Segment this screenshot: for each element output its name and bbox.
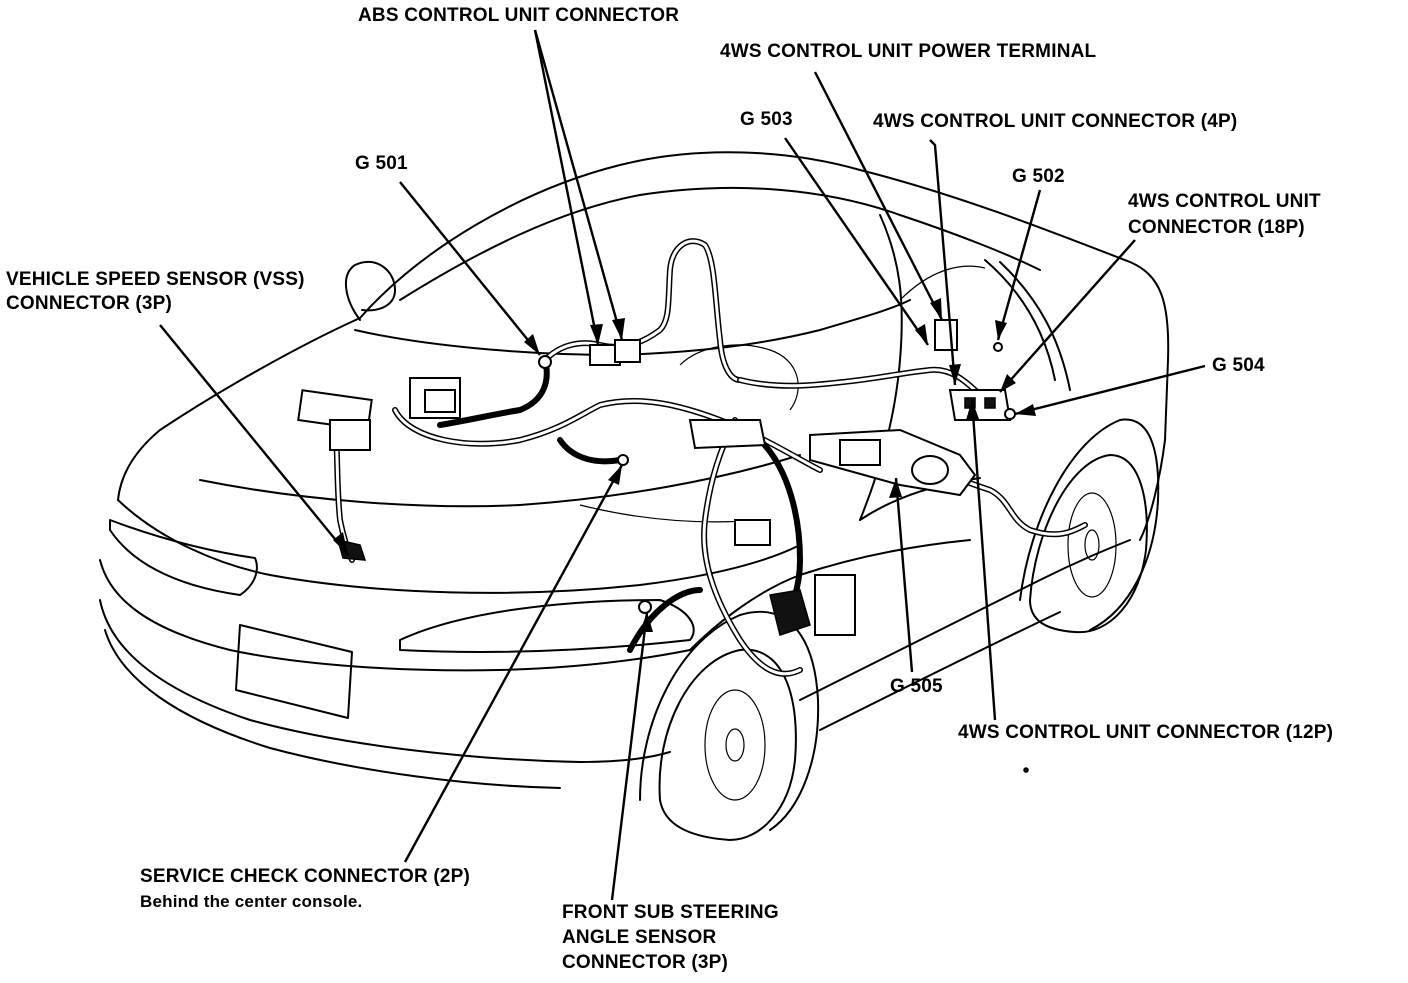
front-sub-steering-label-line3: CONNECTOR (3P) — [562, 952, 729, 973]
abs-control-unit-connector-label: ABS CONTROL UNIT CONNECTOR — [358, 5, 680, 26]
g504-label: G 504 — [1212, 355, 1265, 376]
vss-connector-label-line2: CONNECTOR (3P) — [6, 293, 173, 314]
4ws-control-unit-connector-12p-label: 4WS CONTROL UNIT CONNECTOR (12P) — [958, 722, 1334, 743]
4ws-control-unit-connector-4p-label: 4WS CONTROL UNIT CONNECTOR (4P) — [873, 111, 1238, 132]
4ws-control-unit-power-terminal-label: 4WS CONTROL UNIT POWER TERMINAL — [720, 41, 1097, 62]
g503-label: G 503 — [740, 109, 793, 130]
front-sub-steering-label-line1: FRONT SUB STEERING — [562, 902, 779, 923]
wiring-harness — [327, 238, 1088, 677]
g501-label: G 501 — [355, 153, 408, 174]
4ws-control-unit-connector-18p-label-line2: CONNECTOR (18P) — [1128, 217, 1305, 238]
g502-label: G 502 — [1012, 166, 1065, 187]
4ws-control-unit-connector-18p-label-line1: 4WS CONTROL UNIT — [1128, 191, 1321, 212]
service-check-connector-note: Behind the center console. — [140, 892, 363, 911]
service-check-connector-label: SERVICE CHECK CONNECTOR (2P) — [140, 866, 471, 887]
g505-label: G 505 — [890, 676, 943, 697]
car-body — [99, 151, 1170, 841]
vss-connector-label-line1: VEHICLE SPEED SENSOR (VSS) — [6, 269, 305, 290]
leader-lines — [159, 29, 1206, 901]
arrowheads — [333, 298, 1036, 632]
components — [297, 319, 1029, 773]
front-sub-steering-label-line2: ANGLE SENSOR — [562, 927, 717, 948]
